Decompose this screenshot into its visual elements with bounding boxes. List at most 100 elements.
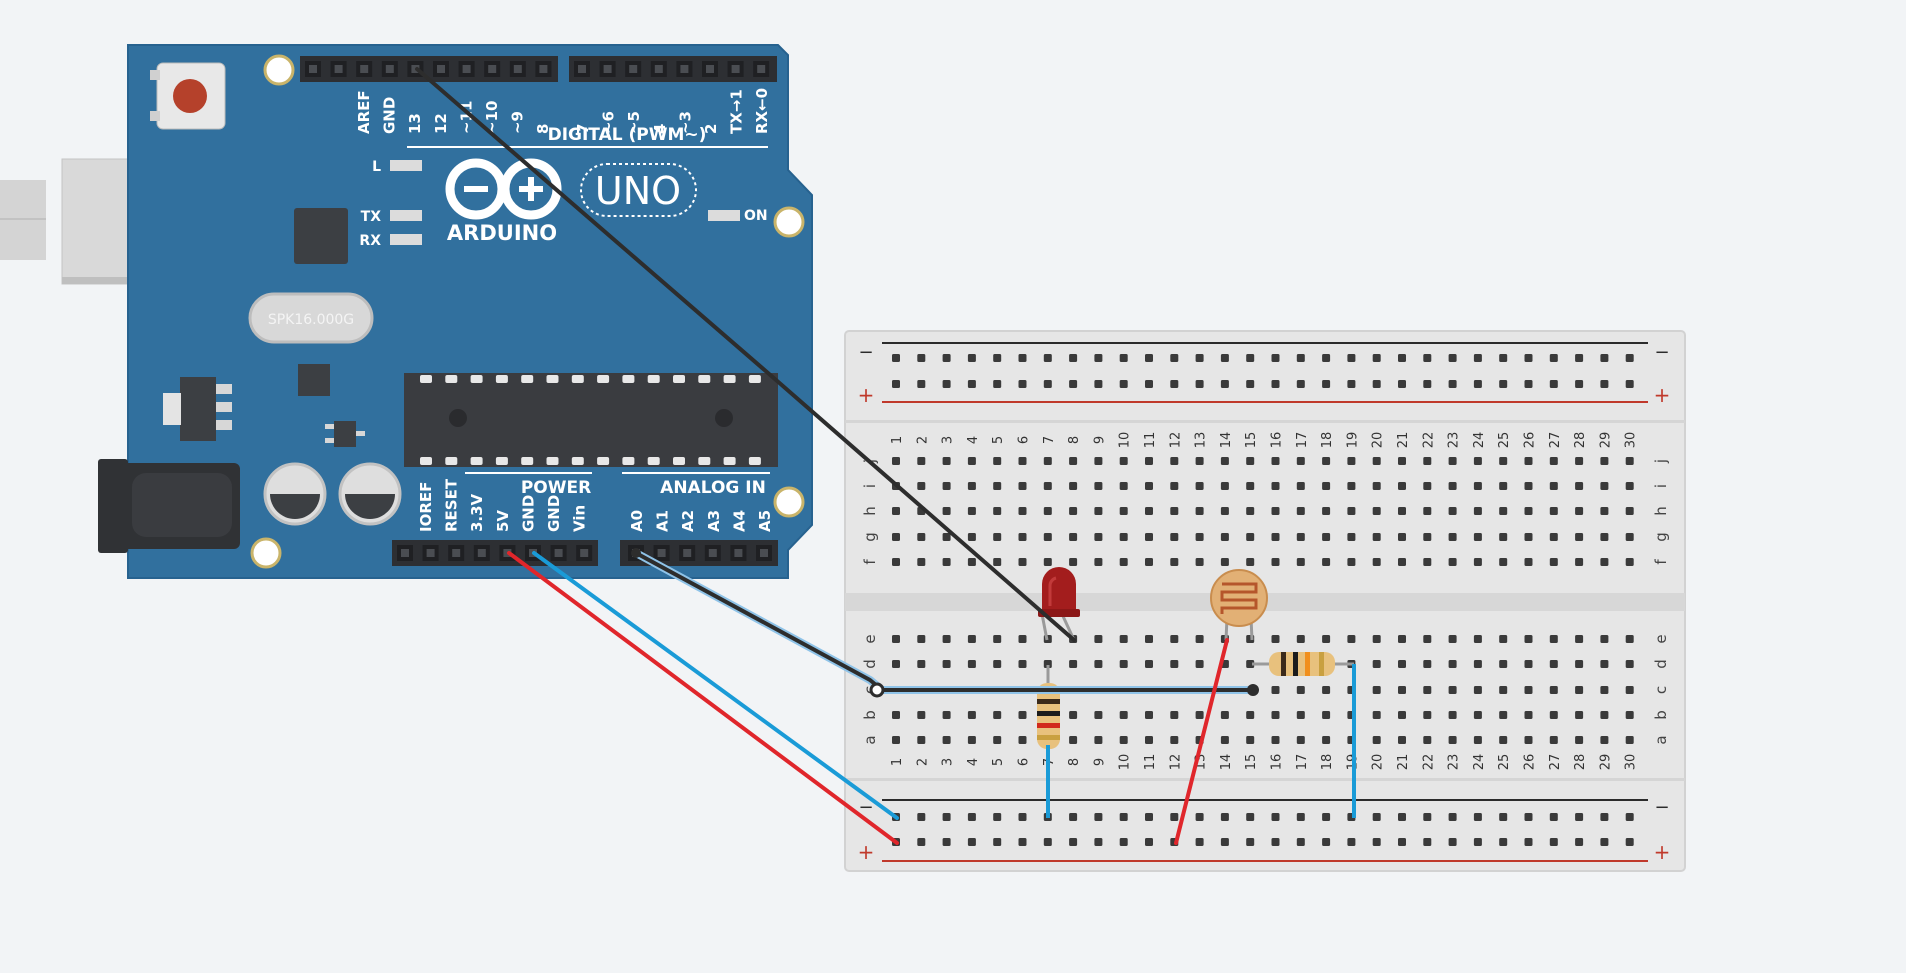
terminal-hole[interactable]: [917, 482, 926, 490]
terminal-hole[interactable]: [967, 660, 976, 668]
terminal-hole[interactable]: [1473, 635, 1482, 643]
terminal-hole[interactable]: [1473, 711, 1482, 719]
terminal-hole[interactable]: [1600, 558, 1609, 566]
terminal-hole[interactable]: [1119, 736, 1128, 744]
rail-hole[interactable]: [1625, 813, 1634, 821]
terminal-hole[interactable]: [1473, 507, 1482, 515]
terminal-hole[interactable]: [1625, 482, 1634, 490]
terminal-hole[interactable]: [1220, 711, 1229, 719]
terminal-hole[interactable]: [1575, 711, 1584, 719]
terminal-hole[interactable]: [1119, 711, 1128, 719]
rail-hole[interactable]: [1018, 838, 1027, 846]
terminal-hole[interactable]: [1170, 457, 1179, 465]
terminal-hole[interactable]: [1549, 457, 1558, 465]
terminal-hole[interactable]: [1448, 533, 1457, 541]
rail-hole[interactable]: [1423, 380, 1432, 388]
terminal-hole[interactable]: [1549, 482, 1558, 490]
rail-hole[interactable]: [1398, 838, 1406, 846]
terminal-hole[interactable]: [1347, 507, 1356, 515]
rail-hole[interactable]: [1145, 813, 1153, 821]
terminal-hole[interactable]: [1398, 635, 1406, 643]
terminal-hole[interactable]: [1043, 507, 1052, 515]
rail-hole[interactable]: [1499, 813, 1508, 821]
terminal-hole[interactable]: [1145, 558, 1153, 566]
terminal-hole[interactable]: [967, 736, 976, 744]
terminal-hole[interactable]: [1246, 507, 1255, 515]
wire-pin13-to-led[interactable]: [415, 67, 1076, 642]
terminal-hole[interactable]: [993, 711, 1002, 719]
terminal-hole[interactable]: [1600, 660, 1609, 668]
terminal-hole[interactable]: [1448, 457, 1457, 465]
terminal-hole[interactable]: [1271, 558, 1280, 566]
rail-hole[interactable]: [1043, 838, 1052, 846]
rail-hole[interactable]: [1043, 354, 1052, 362]
terminal-hole[interactable]: [1246, 533, 1255, 541]
terminal-hole[interactable]: [1119, 457, 1128, 465]
rail-hole[interactable]: [967, 813, 976, 821]
terminal-hole[interactable]: [1271, 482, 1280, 490]
terminal-hole[interactable]: [1499, 711, 1508, 719]
rail-hole[interactable]: [1195, 354, 1204, 362]
terminal-hole[interactable]: [892, 558, 900, 566]
terminal-hole[interactable]: [1372, 507, 1381, 515]
terminal-hole[interactable]: [1220, 736, 1229, 744]
rail-hole[interactable]: [1220, 813, 1229, 821]
terminal-hole[interactable]: [1220, 533, 1229, 541]
terminal-hole[interactable]: [1600, 635, 1609, 643]
terminal-hole[interactable]: [1347, 457, 1356, 465]
rail-hole[interactable]: [1600, 838, 1609, 846]
rail-hole[interactable]: [1625, 354, 1634, 362]
rail-hole[interactable]: [1524, 838, 1533, 846]
arduino-uno-board[interactable]: SPK16.000G L TX RX ON: [0, 44, 813, 579]
terminal-hole[interactable]: [1600, 482, 1609, 490]
terminal-hole[interactable]: [1145, 457, 1153, 465]
terminal-hole[interactable]: [1473, 482, 1482, 490]
terminal-hole[interactable]: [1625, 507, 1634, 515]
terminal-hole[interactable]: [1575, 482, 1584, 490]
terminal-hole[interactable]: [1069, 533, 1078, 541]
terminal-hole[interactable]: [1094, 660, 1103, 668]
terminal-hole[interactable]: [1448, 635, 1457, 643]
rail-hole[interactable]: [1170, 380, 1179, 388]
terminal-hole[interactable]: [1145, 660, 1153, 668]
rail-hole[interactable]: [1625, 838, 1634, 846]
terminal-hole[interactable]: [1499, 660, 1508, 668]
terminal-hole[interactable]: [1372, 533, 1381, 541]
terminal-hole[interactable]: [1271, 533, 1280, 541]
terminal-hole[interactable]: [1423, 635, 1432, 643]
terminal-hole[interactable]: [1322, 533, 1331, 541]
terminal-hole[interactable]: [1296, 736, 1305, 744]
terminal-hole[interactable]: [892, 635, 900, 643]
terminal-hole[interactable]: [1448, 660, 1457, 668]
terminal-hole[interactable]: [1246, 711, 1255, 719]
rail-hole[interactable]: [1170, 813, 1179, 821]
rail-hole[interactable]: [1524, 813, 1533, 821]
terminal-hole[interactable]: [1018, 533, 1027, 541]
terminal-hole[interactable]: [1575, 686, 1584, 694]
rail-hole[interactable]: [1119, 354, 1128, 362]
rail-hole[interactable]: [1372, 813, 1381, 821]
terminal-hole[interactable]: [1271, 635, 1280, 643]
terminal-hole[interactable]: [1271, 507, 1280, 515]
terminal-hole[interactable]: [1322, 711, 1331, 719]
terminal-hole[interactable]: [1524, 635, 1533, 643]
terminal-hole[interactable]: [1069, 736, 1078, 744]
rail-hole[interactable]: [1398, 813, 1406, 821]
rail-hole[interactable]: [1246, 380, 1255, 388]
rail-hole[interactable]: [1069, 838, 1078, 846]
rail-hole[interactable]: [1271, 813, 1280, 821]
rail-hole[interactable]: [917, 380, 926, 388]
terminal-hole[interactable]: [1600, 533, 1609, 541]
terminal-hole[interactable]: [967, 711, 976, 719]
rail-hole[interactable]: [1600, 354, 1609, 362]
terminal-hole[interactable]: [1246, 482, 1255, 490]
terminal-hole[interactable]: [1195, 507, 1204, 515]
terminal-hole[interactable]: [892, 533, 900, 541]
rail-hole[interactable]: [1069, 354, 1078, 362]
header-pin-sockets[interactable]: [305, 61, 772, 561]
rail-hole[interactable]: [917, 813, 926, 821]
terminal-hole[interactable]: [1423, 711, 1432, 719]
wire-5v-to-plus-rail[interactable]: [507, 551, 899, 845]
terminal-hole[interactable]: [1549, 736, 1558, 744]
terminal-hole[interactable]: [1448, 482, 1457, 490]
